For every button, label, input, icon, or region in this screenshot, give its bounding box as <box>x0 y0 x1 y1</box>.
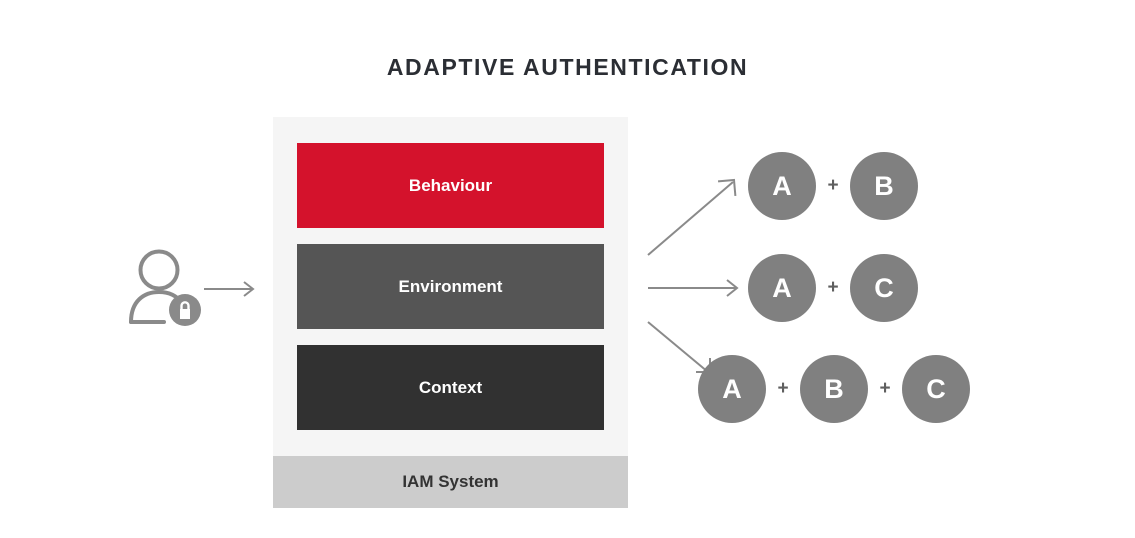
layer-context[interactable]: Context <box>297 345 604 430</box>
fan-out-arrows <box>640 160 750 380</box>
token-circle[interactable]: A <box>698 355 766 423</box>
adaptive-factor-stack: Behaviour Environment Context IAM System <box>273 117 628 508</box>
arrow-right-icon <box>648 279 739 297</box>
person-with-lock-icon <box>128 249 206 329</box>
plus-separator: + <box>777 378 789 399</box>
layer-environment-label: Environment <box>398 276 503 296</box>
plus-separator: + <box>827 175 839 196</box>
plus-separator: + <box>879 378 891 399</box>
page-title: ADAPTIVE AUTHENTICATION <box>386 54 749 80</box>
outcome-a-b: A + B <box>748 152 918 220</box>
layer-behaviour[interactable]: Behaviour <box>297 143 604 228</box>
layer-context-label: Context <box>418 377 483 397</box>
token-circle[interactable]: A <box>748 152 816 220</box>
layer-environment[interactable]: Environment <box>297 244 604 329</box>
outcome-a-b-c: A + B + C <box>698 355 970 423</box>
token-circle[interactable]: C <box>902 355 970 423</box>
outcome-a-c: A + C <box>748 254 918 322</box>
token-circle[interactable]: B <box>850 152 918 220</box>
iam-system-label: IAM System <box>402 472 499 491</box>
arrow-right-icon <box>204 276 258 302</box>
plus-separator: + <box>827 277 839 298</box>
token-circle[interactable]: B <box>800 355 868 423</box>
arrow-up-right-icon <box>647 178 737 256</box>
iam-system-band[interactable]: IAM System <box>273 456 628 508</box>
token-circle[interactable]: C <box>850 254 918 322</box>
token-circle[interactable]: A <box>748 254 816 322</box>
layer-behaviour-label: Behaviour <box>408 175 493 195</box>
